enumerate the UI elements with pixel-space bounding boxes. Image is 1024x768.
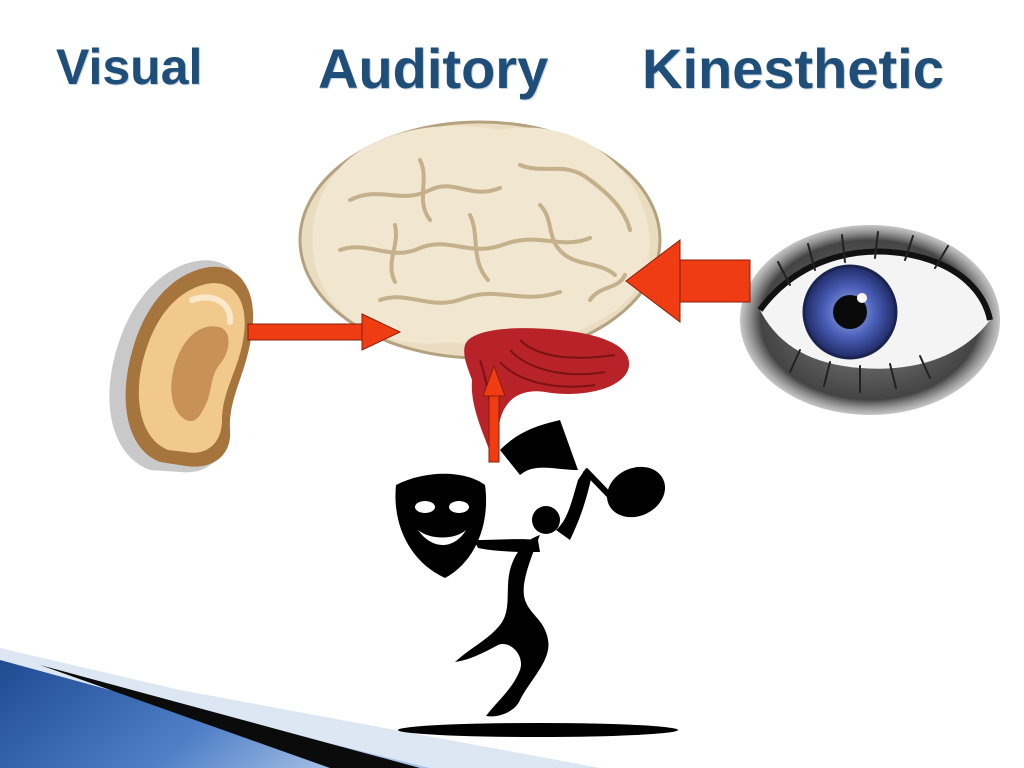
ear-icon <box>109 260 254 473</box>
arrow-ear-to-brain <box>247 313 402 351</box>
theatre-mask-icon <box>395 473 487 578</box>
arrow-body-to-brain <box>482 364 506 463</box>
title-kinesthetic: Kinesthetic <box>642 37 944 100</box>
dancer-icon <box>398 420 678 737</box>
brain-icon <box>298 120 662 452</box>
accent-band <box>0 648 600 768</box>
title-visual: Visual <box>56 39 203 95</box>
title-auditory: Auditory <box>318 37 549 100</box>
eye-icon <box>740 225 1000 415</box>
arrow-eye-to-brain <box>625 238 751 324</box>
